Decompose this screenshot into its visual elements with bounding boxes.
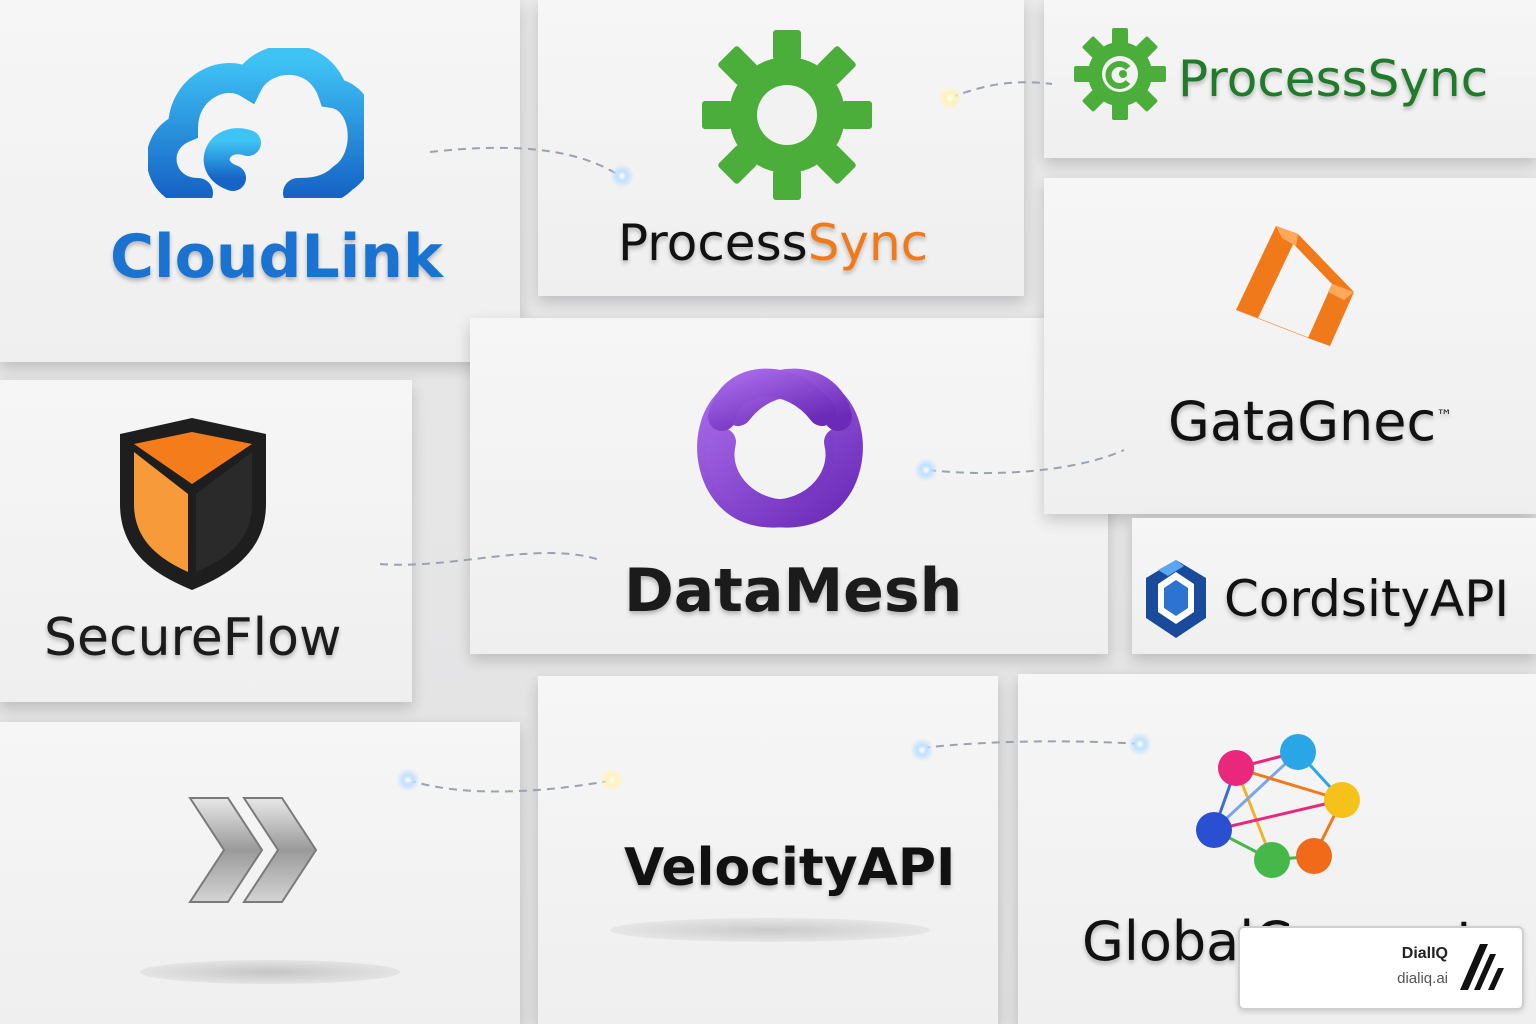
processsync-center-name: ProcessSync [618, 214, 928, 272]
logo-card-velocity [538, 676, 998, 1024]
cloud-icon [148, 48, 364, 198]
velocity-floor-shadow [610, 918, 930, 942]
badge-url: dialiq.ai [1397, 970, 1448, 987]
network-nodes-icon [1196, 734, 1360, 878]
gear-icon [702, 30, 872, 200]
gear-icon [1074, 28, 1166, 120]
velocity-name: VelocityAPI [624, 838, 956, 898]
gatagnec-wordmark: GataGnec [1168, 390, 1437, 453]
processsync-part1: Process [618, 214, 808, 272]
connector-dots [396, 86, 1152, 792]
processsync-part2: Sync [807, 214, 929, 272]
shield-icon [120, 418, 266, 590]
orange-prism-icon [1236, 226, 1354, 346]
cordsity-name: CordsityAPI [1224, 570, 1510, 628]
securflow-name: SecureFlow [44, 608, 342, 668]
hexagon-cube-icon [1146, 560, 1206, 638]
logo-card-chevron [0, 722, 520, 1024]
cloudlink-name: CloudLink [110, 222, 443, 292]
double-chevron-icon [188, 797, 318, 903]
dialiq-badge[interactable]: DialIQ dialiq.ai [1238, 926, 1524, 1010]
badge-name: DialIQ [1401, 945, 1448, 962]
trademark-mark: ™ [1436, 406, 1453, 425]
processsync-top-name: ProcessSync [1178, 50, 1489, 108]
chevron-floor-shadow [140, 960, 400, 984]
gatagnec-name: GataGnec™ [1168, 390, 1452, 453]
dialiq-logo-icon [1460, 944, 1504, 990]
datamesh-name: DataMesh [624, 556, 963, 626]
interlocked-rings-icon [697, 368, 863, 528]
